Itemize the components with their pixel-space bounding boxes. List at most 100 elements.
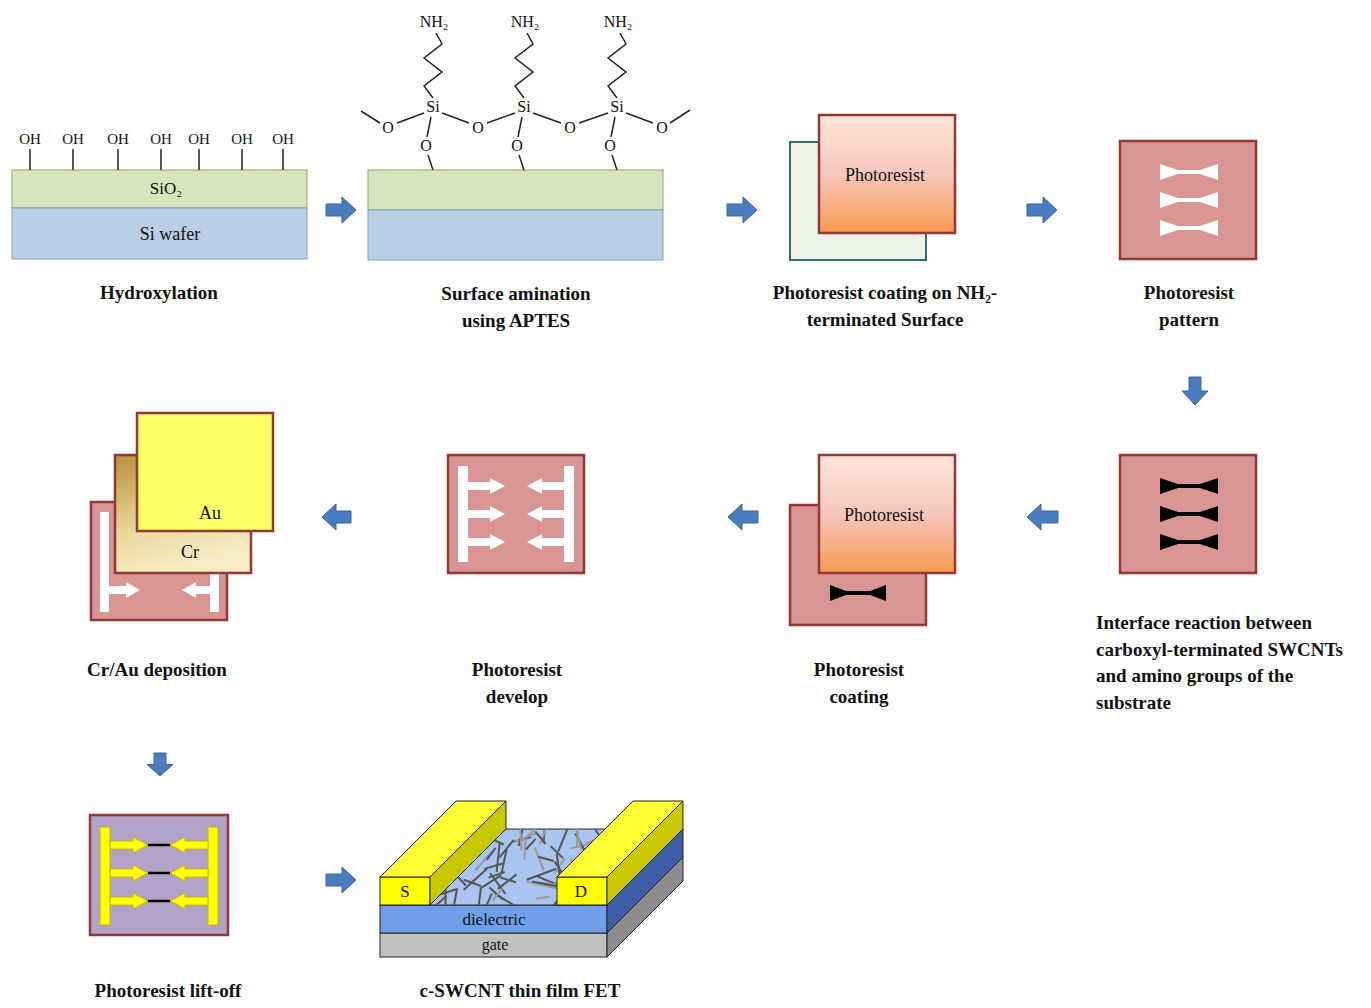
illustration-rect	[819, 115, 955, 233]
lifted-off-device	[90, 815, 228, 935]
illustration-label: OH	[231, 131, 253, 148]
illustration-g	[100, 827, 218, 925]
aptes-bonds	[361, 33, 690, 170]
illustration-line	[148, 900, 170, 903]
illustration-label: O	[472, 119, 484, 137]
process-arrow	[326, 867, 356, 893]
step-caption: Photoresist lift-off	[58, 978, 278, 1005]
illustration-rect	[380, 877, 430, 905]
illustration-line	[518, 117, 522, 137]
illustration-rect	[1120, 141, 1256, 259]
nanotube-stroke	[540, 823, 548, 844]
illustration-polygon	[182, 582, 214, 598]
illustration-rect	[564, 466, 574, 562]
illustration-label: NH₂	[511, 13, 540, 31]
process-step: Photoresist lift-off	[8, 777, 325, 1007]
illustration-g	[148, 845, 170, 901]
hydroxylated-wafer	[12, 149, 307, 259]
nanotube-stroke	[535, 832, 545, 844]
illustration-polygon	[170, 865, 208, 881]
illustration-rect	[368, 170, 663, 210]
illustration-label: Si	[610, 98, 623, 116]
process-arrow	[1027, 197, 1057, 223]
illustration-label: dielectric	[462, 911, 525, 930]
process-step: Surface amination using APTES	[357, 5, 726, 336]
nanotube-stroke	[464, 880, 481, 886]
illustration-label: O	[382, 119, 394, 137]
illustration-line	[611, 117, 615, 137]
illustration-polygon	[170, 893, 208, 909]
illustration-rect	[458, 466, 468, 562]
illustration-line	[160, 149, 162, 170]
nanotube-stroke	[487, 848, 496, 860]
step-caption: Surface amination using APTES	[421, 281, 611, 334]
illustration-line	[72, 149, 74, 170]
illustration-polyline	[608, 33, 626, 98]
nanotube-stroke	[454, 890, 457, 906]
illustration-rect	[819, 455, 955, 573]
illustration-label: OH	[150, 131, 172, 148]
illustration-rect	[380, 905, 607, 933]
illustration-label: Cr	[181, 543, 199, 563]
process-arrow	[728, 504, 758, 530]
step-caption: Photoresist coating on NH₂-terminated Su…	[760, 280, 1010, 333]
illustration-g	[30, 149, 283, 170]
step-caption: c-SWCNT thin film FET	[390, 978, 650, 1005]
illustration-label: Si wafer	[140, 225, 200, 245]
process-arrow	[322, 504, 351, 530]
step-caption: Photoresist coating	[789, 657, 929, 710]
illustration-polygon	[468, 478, 505, 494]
step-caption: Cr/Au deposition	[87, 657, 227, 684]
illustration-rect	[90, 815, 228, 935]
illustration-label: Au	[199, 504, 221, 524]
illustration-label: NH₂	[604, 13, 633, 31]
illustration-line	[428, 155, 433, 170]
illustration-line	[241, 149, 243, 170]
illustration-label: OH	[19, 131, 41, 148]
process-step: Interface reaction between carboxyl-term…	[1059, 406, 1369, 718]
illustration-polygon	[109, 582, 140, 598]
illustration-polygon	[527, 534, 564, 550]
illustration-label: OH	[188, 131, 210, 148]
nanotube-stroke	[500, 840, 514, 857]
process-arrow	[1027, 504, 1058, 530]
step-caption: Hydroxylation	[59, 280, 259, 307]
illustration-rect	[100, 827, 110, 925]
illustration-rect	[208, 827, 218, 925]
illustration-label: Si	[426, 98, 439, 116]
process-arrow	[326, 197, 356, 223]
illustration-line	[626, 113, 653, 123]
nanotube-stroke	[527, 882, 557, 889]
illustration-polyline	[515, 33, 533, 98]
illustration-polygon	[1160, 534, 1218, 550]
illustration-polygon	[1160, 192, 1218, 208]
nanotube-stroke	[520, 824, 521, 850]
process-arrow	[1182, 377, 1208, 405]
illustration-polygon	[1160, 164, 1218, 180]
illustration-rect	[448, 455, 584, 573]
illustration-line	[397, 113, 424, 123]
illustration-line	[29, 149, 31, 170]
illustration-line	[282, 149, 284, 170]
illustration-rect	[12, 208, 307, 259]
fet-device	[380, 801, 683, 957]
illustration-label: D	[575, 883, 587, 902]
illustration-g	[1160, 164, 1218, 236]
aminated-wafer	[361, 33, 690, 260]
illustration-label: O	[604, 137, 616, 155]
illustration-g	[458, 466, 574, 562]
illustration-label: Photoresist	[844, 506, 924, 526]
illustration-polygon	[1160, 506, 1218, 522]
illustration-polygon	[110, 837, 148, 853]
illustration-label: OH	[107, 131, 129, 148]
nanotube-stroke	[577, 822, 579, 848]
illustration-polygon	[527, 506, 564, 522]
illustration-line	[148, 844, 170, 847]
illustration-label: gate	[482, 936, 509, 954]
illustration-label: O	[656, 119, 668, 137]
illustration-label: OH	[62, 131, 84, 148]
process-step: Photoresist coating on NH₂-terminated Su…	[758, 108, 1026, 335]
illustration-polygon	[430, 801, 506, 905]
illustration-rect	[100, 512, 109, 612]
photoresist-coating-sheets	[790, 115, 955, 260]
